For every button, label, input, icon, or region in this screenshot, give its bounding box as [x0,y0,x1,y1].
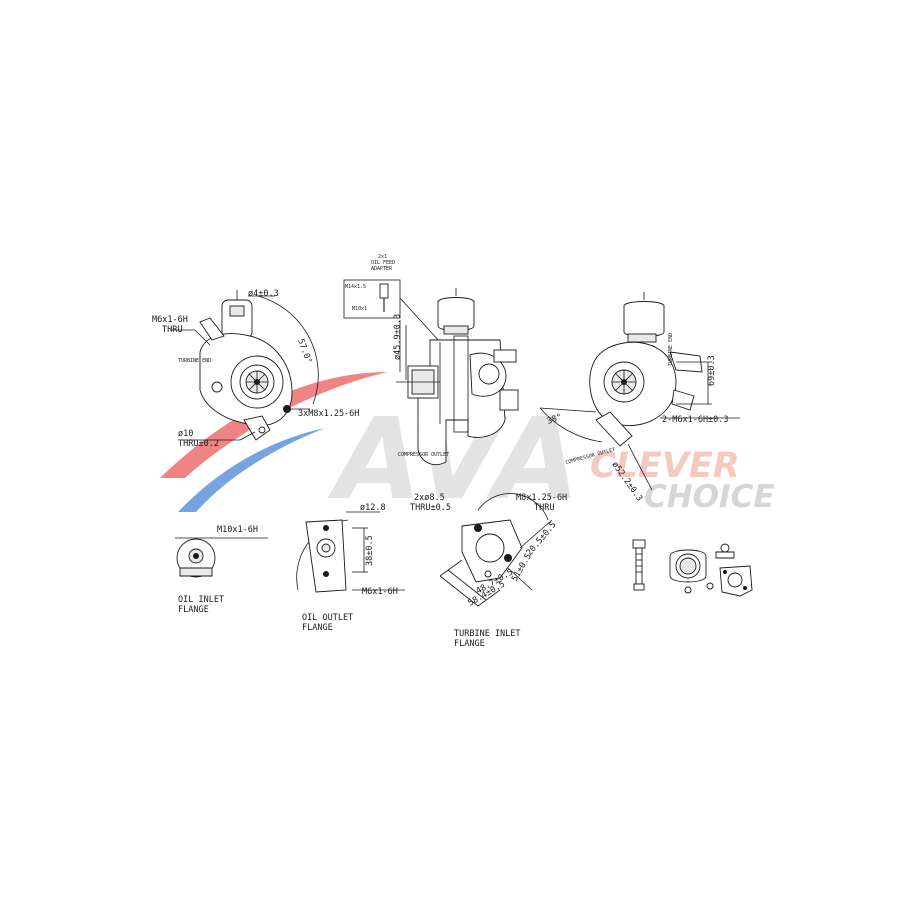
thru-top-label: THRU [162,325,182,335]
watermark-choice-text: CHOICE [644,479,775,515]
left-turbo-view: ø4±0.3 M6x1-6H THRU TURBINE END 57.0° 3x… [152,289,359,449]
accessories [632,539,753,597]
m14-label: M14x1.5 [345,284,366,290]
m8x1-25-label: M8x1.25-6H [516,493,567,503]
turbine-end-right-label: TURBINE END [668,333,674,366]
thru-phi10-label: THRU±0.2 [178,439,219,449]
m6x1-6h-bottom-label: M6x1-6H [362,587,398,597]
m6x1-top-label: M6x1-6H [152,315,188,325]
dim-69-label: 69±0.3 [707,355,717,386]
oil-outlet-flange-detail: ø12.8 38±0.5 M6x1-6H OIL OUTLET FLANGE [296,503,405,633]
turbine-end-left-label: TURBINE END [178,358,211,364]
angle-38-label: 38° [546,412,564,427]
turbine-inlet-label-1: TURBINE INLET [454,629,521,639]
two-phi8-5-label: 2xø8.5 [414,493,445,503]
phi12-8-label: ø12.8 [360,503,386,513]
middle-turbo-view: 2x1 OIL FEED ADAPTER M14x1.5 M10x1 ø45.9… [343,254,519,466]
watermark-blue-swoosh [178,428,325,512]
m10x1-top-label: M10x1 [352,306,367,312]
watermark-clever-text: CLEVER [590,446,740,486]
thru-m8-label: THRU [534,503,554,513]
phi45-label: ø45.9±0.3 [393,314,403,360]
right-turbo-view: 69±0.3 TURBINE END 38° 2-M6x1-6H±0.3 ø52… [539,292,740,503]
oil-outlet-label-2: FLANGE [302,623,333,633]
phi4-label: ø4±0.3 [248,289,279,299]
oil-inlet-label-2: FLANGE [178,605,209,615]
oil-feed-line3-label: ADAPTER [371,266,393,272]
oil-inlet-flange-detail: M10x1-6H OIL INLET FLANGE [175,525,268,615]
oil-feed-line1-label: 2x1 [378,254,387,260]
oil-inlet-label-1: OIL INLET [178,595,224,605]
thru-phi8-5-label: THRU±0.5 [410,503,451,513]
angle-57-label: 57.0° [295,338,313,365]
compressor-out-mid-label: COMPRESSOR OUTLET [398,452,449,458]
dim-38-label: 38±0.5 [365,535,375,566]
m6-two-label: 2-M6x1-6H±0.3 [662,415,729,425]
turbine-inlet-label-2: FLANGE [454,639,485,649]
oil-feed-line2-label: OIL FEED [371,260,395,266]
watermark-red-swoosh [160,372,388,478]
m10x1-6h-label: M10x1-6H [217,525,258,535]
m8-three-label: 3xM8x1.25-6H [298,409,359,419]
oil-outlet-label-1: OIL OUTLET [302,613,353,623]
phi10-label: ø10 [178,429,193,439]
